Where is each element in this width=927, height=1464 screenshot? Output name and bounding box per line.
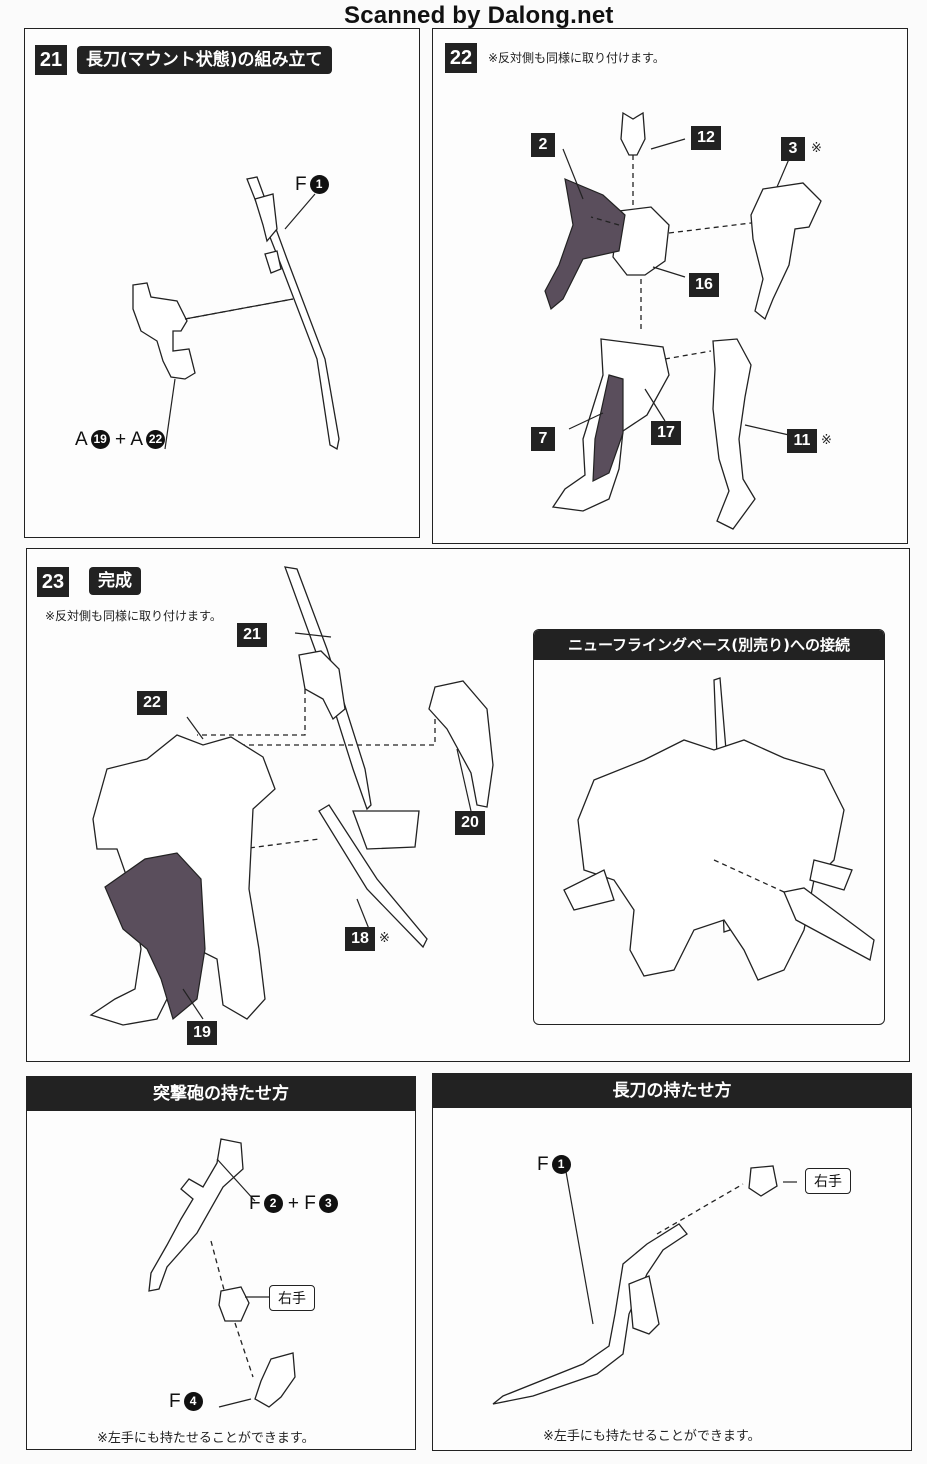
- part-19: 19: [187, 1021, 217, 1045]
- step-number: 23: [37, 567, 69, 597]
- katana-holding-illustration: [492, 1165, 797, 1405]
- step-note: ※反対側も同様に取り付けます。: [488, 51, 665, 65]
- katana-holding-note: ※左手にも持たせることができます。: [543, 1429, 761, 1444]
- step-23-illustration: [89, 566, 494, 1026]
- step-title: 完成: [89, 567, 141, 595]
- cannon-holding-note: ※左手にも持たせることができます。: [97, 1431, 315, 1446]
- step-number: 21: [35, 45, 67, 75]
- step-22-illustration: [544, 111, 822, 530]
- mark: ※: [811, 141, 822, 156]
- subbox-title: ニューフライングベース(別売り)への接続: [534, 630, 884, 660]
- step-23-panel: 23 完成 ※反対側も同様に取り付けます。 21 22 20 18 ※ 19 ニ…: [26, 548, 910, 1062]
- step-number: 22: [445, 43, 477, 73]
- flying-base-connection-box: ニューフライングベース(別売り)への接続: [533, 629, 885, 1025]
- part-2: 2: [531, 133, 555, 157]
- cannon-holding-title: 突撃砲の持たせ方: [27, 1077, 415, 1111]
- part-20: 20: [455, 811, 485, 835]
- part-11: 11: [787, 429, 817, 453]
- step-title: 長刀(マウント状態)の組み立て: [77, 46, 332, 74]
- right-hand-label: 右手: [269, 1285, 315, 1311]
- mark: ※: [821, 433, 832, 448]
- part-3: 3: [781, 137, 805, 161]
- katana-holding-title: 長刀の持たせ方: [433, 1074, 911, 1108]
- step-note: ※反対側も同様に取り付けます。: [45, 609, 222, 623]
- part-22: 22: [137, 691, 167, 715]
- part-21: 21: [237, 623, 267, 647]
- step-22-panel: 22 ※反対側も同様に取り付けます。 2 12 3 ※ 16 7 17 11 ※: [432, 28, 908, 544]
- right-hand-label: 右手: [805, 1168, 851, 1194]
- cannon-holding-illustration: [148, 1138, 296, 1408]
- flying-base-illustration: [563, 677, 875, 981]
- step-21-illustration: [132, 176, 340, 451]
- part-7: 7: [531, 427, 555, 451]
- part-18: 18: [345, 927, 375, 951]
- part-16: 16: [689, 273, 719, 297]
- part-17: 17: [651, 421, 681, 445]
- part-12: 12: [691, 126, 721, 150]
- mark: ※: [379, 931, 390, 946]
- watermark: Scanned by Dalong.net: [344, 2, 614, 29]
